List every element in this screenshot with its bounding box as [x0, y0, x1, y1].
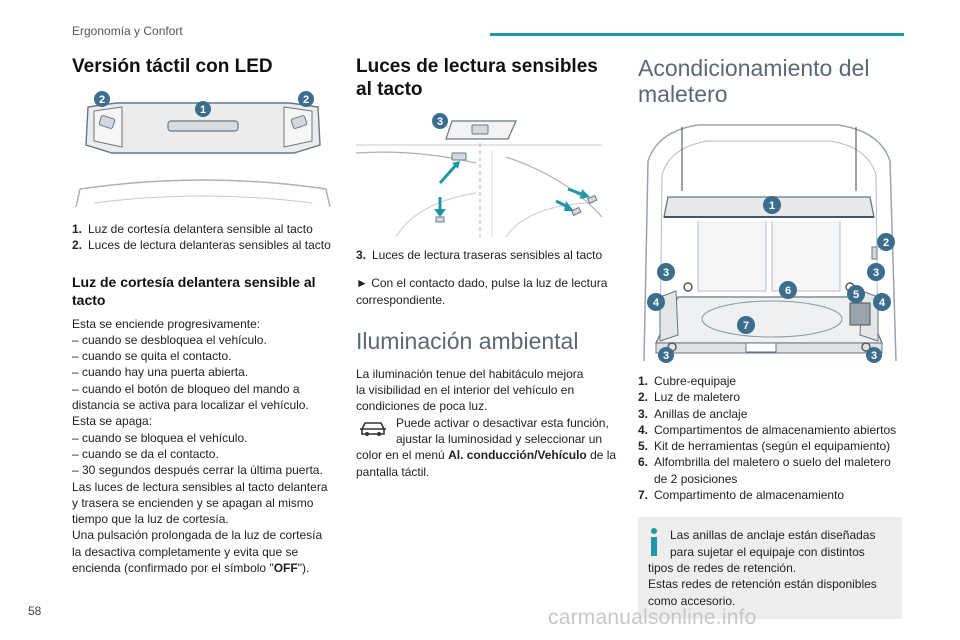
legend-item: 4.Compartimentos de almacenamiento abier…: [638, 422, 897, 437]
svg-text:4: 4: [879, 297, 886, 309]
svg-text:1: 1: [769, 200, 775, 212]
svg-text:3: 3: [663, 267, 669, 279]
figure-badge: [298, 91, 314, 107]
legend-item: 3.Anillas de anclaje: [638, 406, 748, 421]
info-line: Estas redes de retención están disponibl…: [648, 577, 877, 592]
info-line: tipos de redes de retención.: [648, 560, 797, 575]
body-line: Las luces de lectura sensibles al tacto …: [72, 479, 328, 494]
body-line: y trasera se encienden y se apagan al mi…: [72, 495, 314, 510]
legend-reading-lights: 3.Luces de lectura traseras sensibles al…: [356, 247, 618, 263]
body-line: – cuando se desbloquea el vehículo.: [72, 332, 267, 347]
body-line: Esta se apaga:: [72, 414, 153, 429]
legend-item: 5.Kit de herramientas (según el equipami…: [638, 439, 891, 454]
car-settings-icon: [360, 421, 386, 436]
svg-text:4: 4: [653, 297, 660, 309]
instruction-reading-lights: ► Con el contacto dado, pulse la luz de …: [356, 275, 618, 308]
watermark: carmanualsonline.info: [548, 606, 757, 629]
body-line: distancia se activa para localizar el ve…: [72, 398, 309, 413]
body-line: la desactiva completamente y evita que s…: [72, 544, 299, 559]
ambient-note: Puede activar o desactivar esta función,…: [356, 415, 618, 480]
svg-text:6: 6: [785, 285, 791, 297]
instruction-line: correspondiente.: [356, 292, 446, 307]
figure-badges: 1 2 3 6 3 5 4 4 7 3 3: [647, 196, 895, 363]
info-icon: [651, 528, 657, 557]
figure-badge: [94, 91, 110, 107]
legend-item: 6.Alfombrilla del maletero o suelo del m…: [638, 455, 891, 486]
running-header: Ergonomía y Confort: [72, 24, 183, 38]
figure-badge-label: 1: [200, 104, 206, 116]
note-line: pantalla táctil.: [356, 464, 430, 479]
body-line: – cuando se quita el contacto.: [72, 349, 232, 364]
ambient-body: La iluminación tenue del habitáculo mejo…: [356, 366, 618, 415]
legend-item: 2.Luces de lectura delanteras sensibles …: [72, 238, 331, 253]
body-line: – cuando se bloquea el vehículo.: [72, 430, 248, 445]
body-line: Esta se enciende progresivamente:: [72, 316, 261, 331]
legend-touch-led: 1.Luz de cortesía delantera sensible al …: [72, 221, 334, 254]
heading-ambient-lighting: Iluminación ambiental: [356, 327, 579, 354]
legend-item: 2.Luz de maletero: [638, 390, 741, 405]
figure-front-ceiling-lights: 2 1 2: [72, 85, 334, 207]
body-line: – cuando el botón de bloqueo del mando a: [72, 381, 300, 396]
header-accent-bar: [490, 33, 904, 36]
figure-badge-label: 2: [99, 94, 105, 106]
svg-text:2: 2: [883, 237, 889, 249]
info-line: como accesorio.: [648, 593, 736, 608]
body-line: la visibilidad en el interior del vehícu…: [356, 383, 575, 398]
courtesy-light-body: Esta se enciende progresivamente: – cuan…: [72, 316, 334, 577]
svg-text:3: 3: [871, 350, 877, 362]
figure-boot-interior: 1 2 3 6 3 5 4 4 7 3 3: [638, 121, 900, 363]
heading-reading-lights: Luces de lectura sensibles al tacto: [356, 56, 598, 100]
svg-text:7: 7: [743, 320, 749, 332]
note-line: color en el menú Al. conducción/Vehículo…: [356, 448, 617, 463]
body-line: encienda (confirmado por el símbolo "OFF…: [72, 561, 310, 576]
body-line: Una pulsación prolongada de la luz de co…: [72, 528, 323, 543]
svg-text:5: 5: [853, 289, 859, 301]
body-line: – 30 segundos después cerrar la última p…: [72, 463, 323, 478]
body-line: tiempo que la luz de cortesía.: [72, 512, 229, 527]
heading-touch-led: Versión táctil con LED: [72, 56, 273, 77]
page-number: 58: [28, 604, 42, 618]
figure-rear-reading-lights: 3: [356, 107, 618, 237]
column-boot-fittings: Acondicionamiento del maletero: [638, 55, 902, 619]
svg-text:3: 3: [873, 267, 879, 279]
note-line: Puede activar o desactivar esta función,: [396, 415, 609, 430]
figure-badge-label: 3: [437, 116, 443, 128]
note-line: ajustar la luminosidad y seleccionar un: [396, 432, 603, 447]
figure-badge: [195, 101, 211, 117]
body-line: – cuando hay una puerta abierta.: [72, 365, 249, 380]
legend-item: 1.Cubre-equipaje: [638, 374, 737, 388]
column-touch-led: Versión táctil con LED 2 1 2 1.Luz de co…: [72, 55, 334, 576]
legend-item: 3.Luces de lectura traseras sensibles al…: [356, 248, 603, 262]
legend-boot-fittings: 1.Cubre-equipaje 2.Luz de maletero 3.Ani…: [638, 373, 902, 503]
legend-item: 1.Luz de cortesía delantera sensible al …: [72, 222, 313, 236]
figure-badge-label: 2: [303, 94, 309, 106]
info-line: Las anillas de anclaje están diseñadas: [670, 528, 876, 543]
body-line: La iluminación tenue del habitáculo mejo…: [356, 366, 584, 381]
info-line: para sujetar el equipaje con distintos: [670, 544, 865, 559]
svg-text:3: 3: [663, 350, 669, 362]
info-box-anchoring-rings: Las anillas de anclaje están diseñadas p…: [638, 517, 902, 619]
body-line: – cuando se da el contacto.: [72, 446, 219, 461]
instruction-line: ► Con el contacto dado, pulse la luz de …: [356, 276, 608, 291]
heading-boot-fittings: Acondicionamiento del maletero: [638, 55, 870, 107]
subheading-courtesy-light: Luz de cortesía delantera sensible al ta…: [72, 273, 316, 308]
body-line: condiciones de poca luz.: [356, 399, 488, 414]
legend-item: 7.Compartimento de almacenamiento: [638, 488, 845, 503]
column-reading-lights: Luces de lectura sensibles al tacto 3 3.…: [356, 55, 618, 480]
